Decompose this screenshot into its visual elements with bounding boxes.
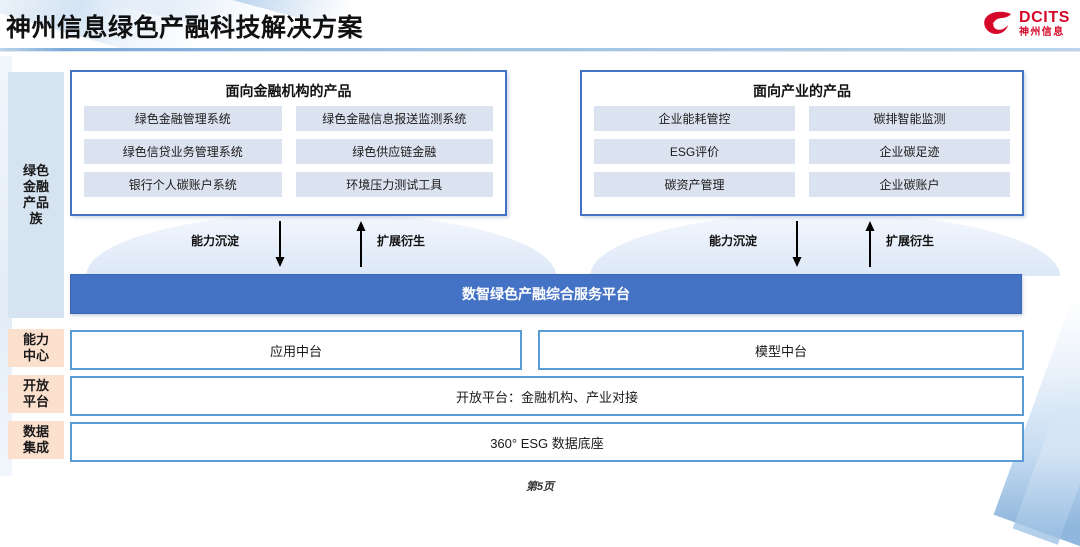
logo-text-en: DCITS [1019,9,1070,26]
sidebar-label-open-platform: 开放平台 [22,377,49,409]
product-tile[interactable]: 绿色信贷业务管理系统 [84,139,282,164]
product-tile[interactable]: 绿色金融信息报送监测系统 [295,106,493,131]
sidebar-item-capability-center[interactable]: 能力中心 [8,329,64,367]
page-header: 神州信息绿色产融科技解决方案 DCITS 神州信息 [0,0,1080,52]
flow-label-right-down: 能力沉淀 [709,234,758,248]
product-tile[interactable]: 碳排智能监测 [809,106,1010,131]
sidebar-item-open-platform[interactable]: 开放平台 [8,375,64,413]
company-logo: DCITS 神州信息 [983,7,1070,41]
sidebar-item-data-integration[interactable]: 数据集成 [8,421,64,459]
platform-bar[interactable]: 数智绿色产融综合服务平台 [70,274,1022,314]
flow-label-left-down: 能力沉淀 [191,234,240,248]
header-divider [0,48,1080,51]
flow-label-right-up: 扩展衍生 [886,234,935,248]
product-tile[interactable]: 企业碳足迹 [809,139,1010,164]
row-application-middle-platform[interactable]: 应用中台 [70,330,522,370]
row-data-foundation[interactable]: 360° ESG 数据底座 [70,422,1024,462]
panel-industry-products: 面向产业的产品 企业能耗管控 碳排智能监测 ESG评价 企业碳足迹 碳资产管理 … [580,70,1024,216]
panel-financial-institution-products: 面向金融机构的产品 绿色金融管理系统 绿色金融信息报送监测系统 绿色信贷业务管理… [70,70,507,216]
panel-title-industry: 面向产业的产品 [753,83,851,99]
arrow-up-icon-right [865,221,875,267]
product-tile[interactable]: 绿色金融管理系统 [84,106,282,131]
sidebar-label-green-finance-products: 绿色金融产品族 [22,162,49,227]
row-label-open-platform: 开放平台：金融机构、产业对接 [455,389,638,405]
product-tile[interactable]: 企业能耗管控 [594,106,795,131]
row-open-platform[interactable]: 开放平台：金融机构、产业对接 [70,376,1024,416]
platform-bar-label: 数智绿色产融综合服务平台 [462,286,630,302]
arrow-up-icon-left [356,221,366,267]
flow-label-left-up: 扩展衍生 [377,234,426,248]
arrow-down-icon-right [792,221,802,267]
panel-title-financial-institution: 面向金融机构的产品 [225,83,352,99]
page-number: 第5页 [525,481,555,493]
product-tile[interactable]: 环境压力测试工具 [295,172,493,197]
row-label-data-foundation: 360° ESG 数据底座 [490,435,604,451]
product-tile[interactable]: 银行个人碳账户系统 [84,172,282,197]
tile-grid-financial-institution: 绿色金融管理系统 绿色金融信息报送监测系统 绿色信贷业务管理系统 绿色供应链金融… [84,106,493,197]
tile-grid-industry: 企业能耗管控 碳排智能监测 ESG评价 企业碳足迹 碳资产管理 企业碳账户 [594,106,1010,197]
dcits-swoosh-icon [984,11,1011,34]
row-model-middle-platform[interactable]: 模型中台 [538,330,1024,370]
capability-arch-left [86,213,556,276]
row-label-application-middle-platform: 应用中台 [269,343,322,359]
page-title: 神州信息绿色产融科技解决方案 [6,14,364,42]
product-tile[interactable]: ESG评价 [594,139,795,164]
sidebar-label-capability-center: 能力中心 [22,331,49,363]
product-tile[interactable]: 企业碳账户 [809,172,1010,197]
logo-text-cn: 神州信息 [1019,27,1065,38]
logo-wordmark: DCITS 神州信息 [1019,10,1070,38]
product-tile[interactable]: 绿色供应链金融 [295,139,493,164]
header-divider-secondary [0,51,1080,52]
sidebar-label-data-integration: 数据集成 [22,423,49,455]
sidebar-item-green-finance-products[interactable]: 绿色金融产品族 [8,72,64,318]
row-label-model-middle-platform: 模型中台 [754,343,807,359]
arrow-down-icon-left [275,221,285,267]
product-tile[interactable]: 碳资产管理 [594,172,795,197]
capability-arch-right [590,213,1060,276]
